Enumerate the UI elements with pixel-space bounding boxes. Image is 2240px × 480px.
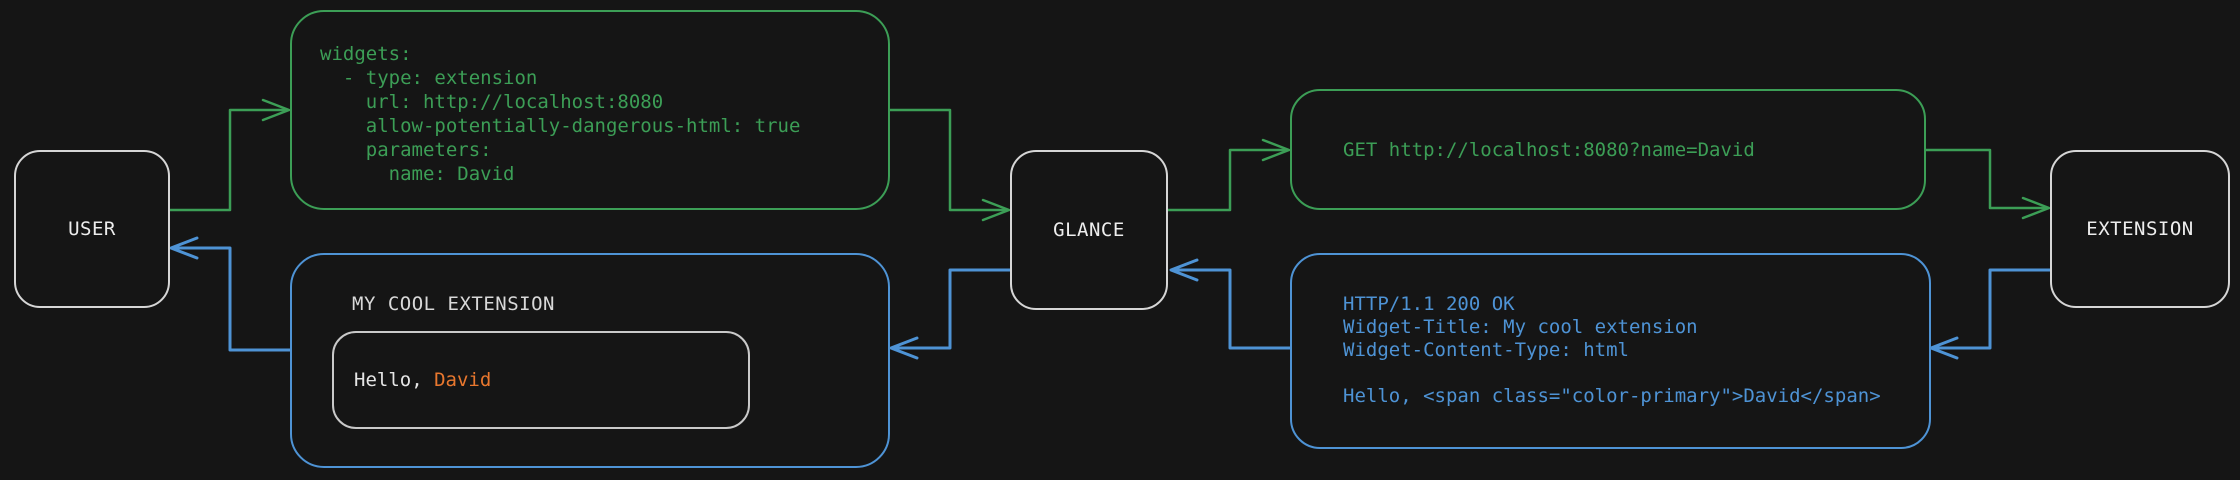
arrow-right-icon — [261, 98, 291, 122]
extension-node: EXTENSION — [2050, 150, 2230, 308]
rendered-widget-box: MY COOL EXTENSION Hello, David — [290, 253, 890, 468]
arrow-left-icon — [1169, 258, 1199, 282]
config-yaml-code: widgets: - type: extension url: http://l… — [320, 43, 801, 185]
arrow-left-icon — [169, 236, 199, 260]
connector-widget-to-user — [169, 236, 292, 352]
connector-glance-to-request — [1166, 138, 1291, 212]
widget-title: MY COOL EXTENSION — [352, 293, 555, 315]
widget-hello-box: Hello, David — [332, 331, 750, 429]
http-response-code: HTTP/1.1 200 OK Widget-Title: My cool ex… — [1343, 293, 1881, 407]
connector-request-to-extension — [1924, 148, 2051, 220]
glance-node-label: GLANCE — [1053, 219, 1125, 241]
connector-config-to-glance — [888, 108, 1011, 222]
user-node: USER — [14, 150, 170, 308]
hello-text: Hello, — [354, 369, 435, 391]
connector-glance-to-widget — [889, 268, 1012, 360]
arrow-right-icon — [2021, 196, 2051, 220]
arrow-left-icon — [1929, 336, 1959, 360]
arrow-right-icon — [981, 198, 1011, 222]
http-request-box: GET http://localhost:8080?name=David — [1290, 89, 1926, 210]
hello-name-highlight: David — [434, 369, 492, 391]
connector-extension-to-response — [1929, 268, 2052, 360]
extension-node-label: EXTENSION — [2086, 218, 2194, 240]
connector-response-to-glance — [1169, 258, 1292, 350]
http-response-box: HTTP/1.1 200 OK Widget-Title: My cool ex… — [1290, 253, 1931, 449]
connector-user-to-config — [168, 98, 291, 212]
user-node-label: USER — [68, 218, 116, 240]
arrow-left-icon — [889, 336, 919, 360]
arrow-right-icon — [1261, 138, 1291, 162]
config-yaml-box: widgets: - type: extension url: http://l… — [290, 10, 890, 210]
glance-node: GLANCE — [1010, 150, 1168, 310]
http-request-code: GET http://localhost:8080?name=David — [1343, 138, 1755, 161]
